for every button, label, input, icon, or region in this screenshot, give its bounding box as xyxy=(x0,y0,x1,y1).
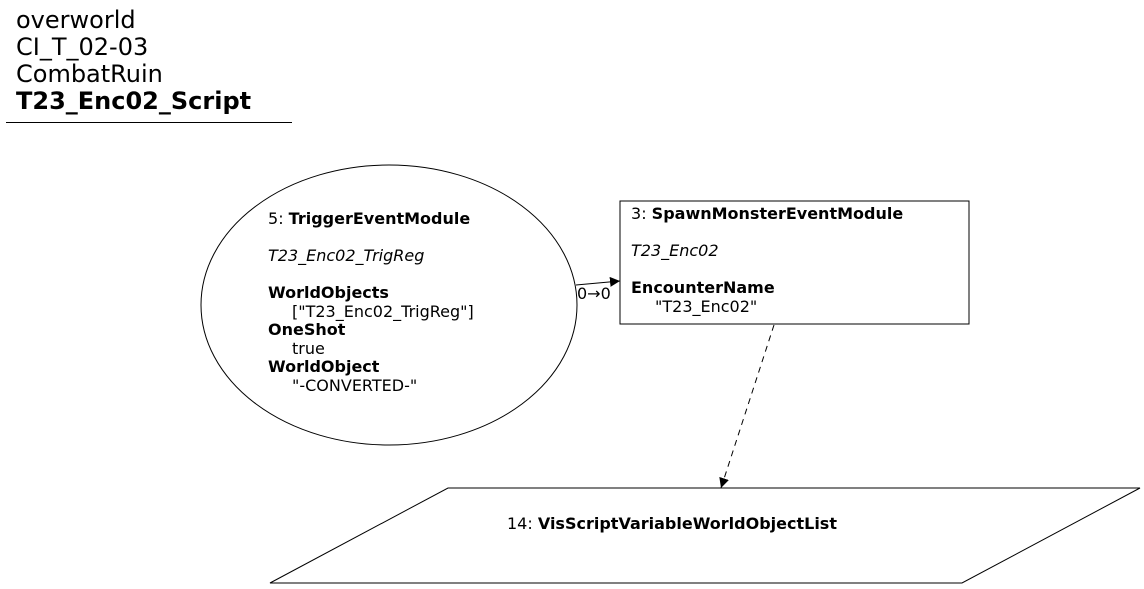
spawn-node-name: T23_Enc02 xyxy=(631,241,719,260)
trigger-node-text: 5: TriggerEventModule T23_Enc02_TrigReg … xyxy=(268,209,474,395)
graph-header: overworld CI_T_02-03 CombatRuin T23_Enc0… xyxy=(16,7,251,115)
trigger-node-shape[interactable] xyxy=(200,164,578,446)
spawn-node-type: SpawnMonsterEventModule xyxy=(651,204,904,223)
header-line-3: CombatRuin xyxy=(16,60,163,88)
spawn-node-id: 3 xyxy=(631,204,642,223)
spawn-node-text: 3: SpawnMonsterEventModule T23_Enc02 Enc… xyxy=(631,204,904,316)
vis-node-shape[interactable] xyxy=(269,487,1141,584)
trigger-node-heading: 5: TriggerEventModule xyxy=(268,209,471,228)
spawn-node-shape[interactable] xyxy=(619,200,970,325)
prop-value-encountername: "T23_Enc02" xyxy=(655,296,758,316)
prop-key-worldobject: WorldObject xyxy=(268,357,380,376)
trigger-node-type: TriggerEventModule xyxy=(288,209,471,228)
vis-node-id: 14 xyxy=(507,514,528,533)
prop-key-worldobjects: WorldObjects xyxy=(268,283,389,302)
vis-node-text: 14: VisScriptVariableWorldObjectList xyxy=(507,514,837,534)
header-line-1: overworld xyxy=(16,6,136,34)
header-line-2: CI_T_02-03 xyxy=(16,33,149,61)
trigger-node-name: T23_Enc02_TrigReg xyxy=(268,246,425,265)
trigger-node-id: 5 xyxy=(268,209,279,228)
vis-node-type: VisScriptVariableWorldObjectList xyxy=(537,514,837,533)
edge-trigger-to-spawn xyxy=(575,276,621,287)
edge-vis-to-spawn xyxy=(719,324,775,489)
prop-value-oneshot: true xyxy=(292,338,325,358)
graph-title: T23_Enc02_Script xyxy=(16,87,252,115)
prop-key-encountername: EncounterName xyxy=(631,278,775,297)
prop-key-oneshot: OneShot xyxy=(268,320,346,339)
header-underline xyxy=(6,122,292,123)
edge-label-0-0: 0→0 xyxy=(577,284,611,303)
prop-value-worldobjects: ["T23_Enc02_TrigReg"] xyxy=(292,301,474,321)
vis-node-heading: 14: VisScriptVariableWorldObjectList xyxy=(507,514,837,533)
spawn-node-heading: 3: SpawnMonsterEventModule xyxy=(631,204,904,223)
prop-value-worldobject: "-CONVERTED-" xyxy=(292,375,418,395)
